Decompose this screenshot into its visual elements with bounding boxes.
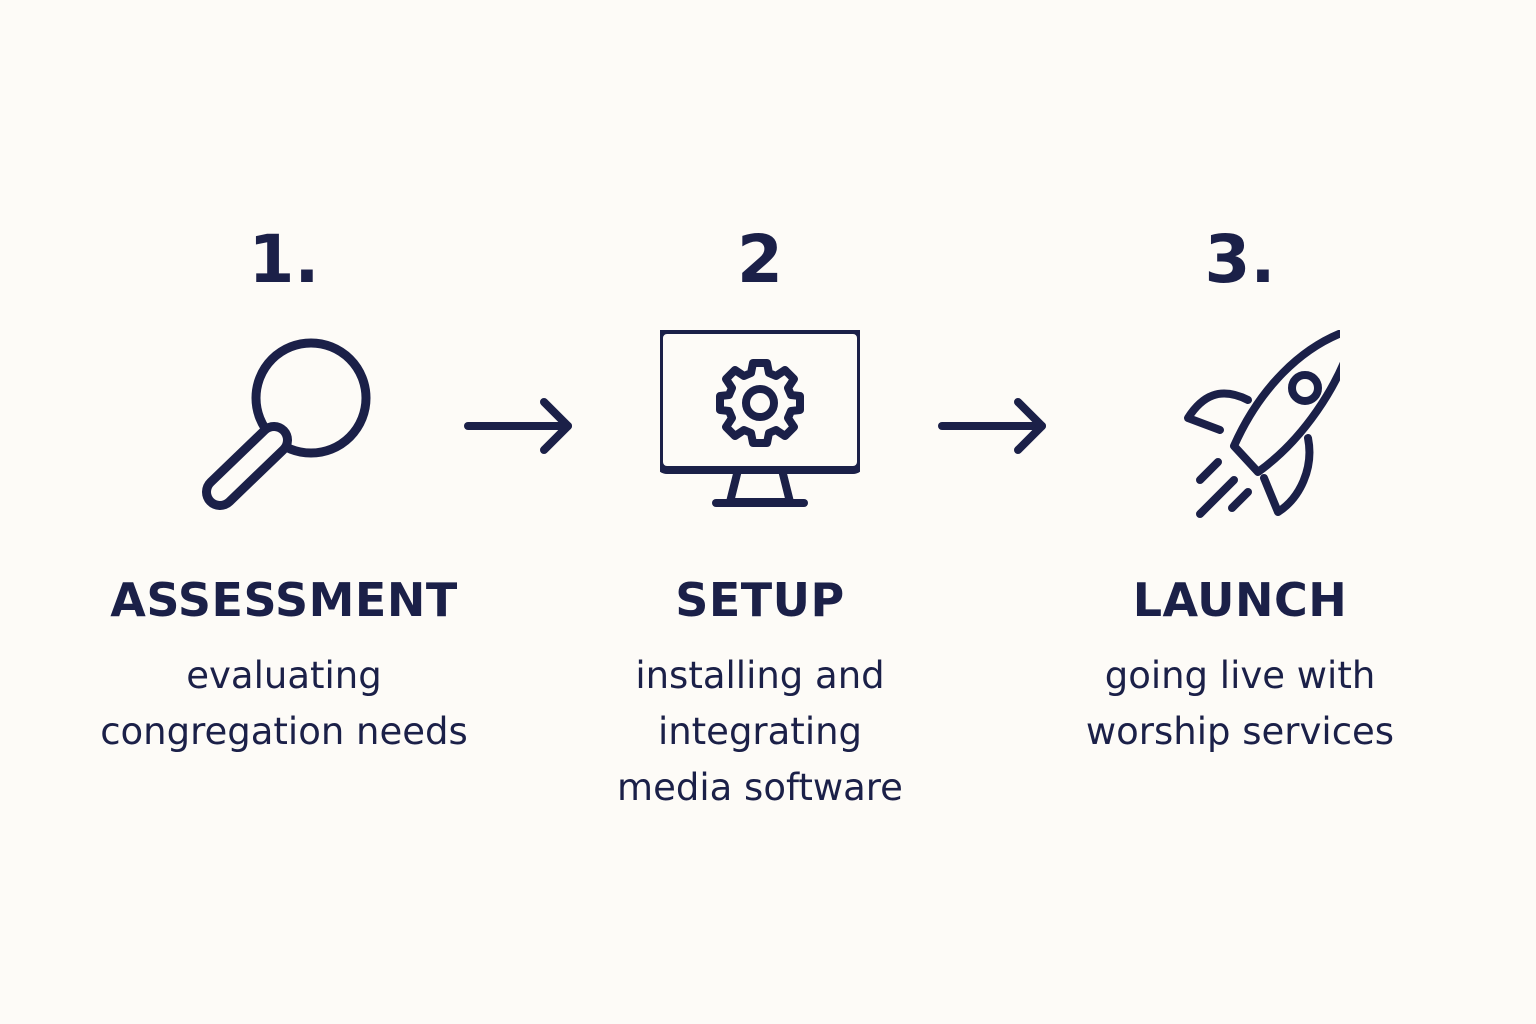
step-number: 2 <box>737 221 783 298</box>
monitor-gear-icon <box>660 330 860 507</box>
step-description: installing and integrating media softwar… <box>520 648 1000 816</box>
step-description: evaluating congregation needs <box>44 648 524 760</box>
arrow-right-icon <box>464 398 572 454</box>
step-number: 1. <box>248 221 320 298</box>
step-title: LAUNCH <box>1132 573 1348 627</box>
step-description-line: evaluating <box>186 654 382 697</box>
rocket-icon <box>1184 330 1340 518</box>
magnifying-glass-icon <box>202 338 371 510</box>
step-description-line: installing and <box>635 654 885 697</box>
step-description-line: worship services <box>1085 710 1395 753</box>
step-title: ASSESSMENT <box>110 573 458 627</box>
step-description: going live with worship services <box>1000 648 1480 760</box>
step-description-line: media software <box>617 766 903 809</box>
step-description-line: congregation needs <box>100 710 468 753</box>
step-assessment: 1. ASSESSMENT evaluating congregation ne… <box>44 220 524 760</box>
step-description-line: going live with <box>1104 654 1376 697</box>
step-number: 3. <box>1204 221 1276 298</box>
step-title: SETUP <box>675 573 845 627</box>
step-description-line: integrating <box>657 710 863 753</box>
step-setup: 2 SETUP installing and integrating media… <box>520 220 1000 816</box>
step-launch: 3. LAUNCH going live with worship servic… <box>1000 220 1480 760</box>
arrow-right-icon <box>938 398 1046 454</box>
